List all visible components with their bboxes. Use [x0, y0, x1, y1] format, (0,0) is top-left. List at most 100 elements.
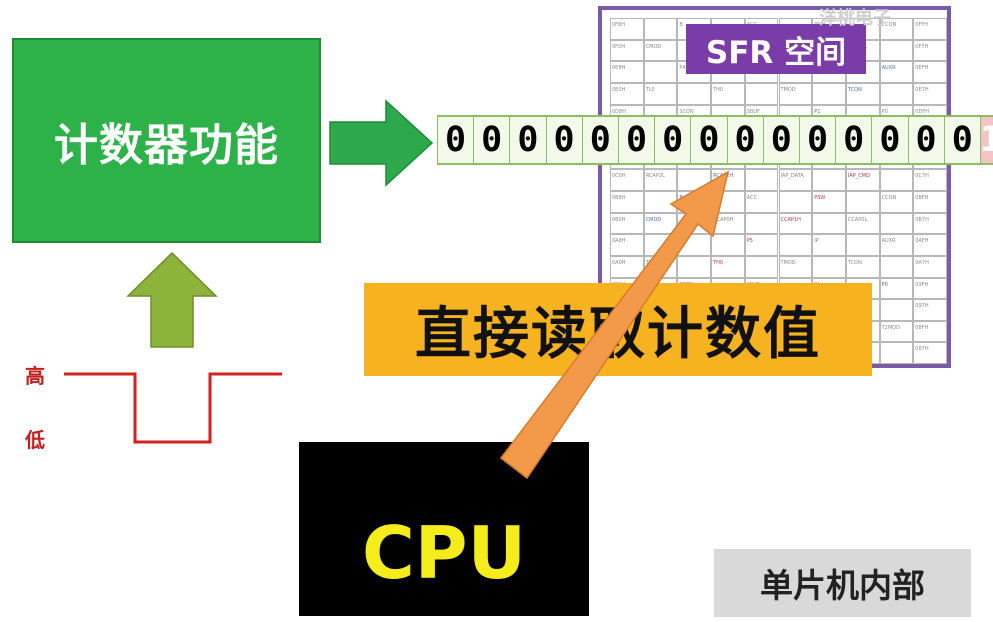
sfr-table-cell — [879, 39, 914, 62]
sfr-cell-text: 0B7H — [915, 216, 929, 223]
sfr-table-cell — [879, 320, 914, 343]
sfr-cell-text: CMOD — [645, 43, 662, 50]
sfr-table-cell — [744, 212, 779, 235]
sfr-table-cell — [711, 234, 745, 256]
sfr-cell-text: CMOD — [645, 216, 662, 223]
sfr-table-cell — [643, 191, 678, 213]
sfr-cell-text: B — [679, 195, 683, 201]
sfr-cell-text: SCON — [679, 108, 694, 115]
sfr-cell-text: CCON — [881, 22, 897, 28]
sfr-cell-text: TCON — [847, 259, 862, 266]
sfr-table-cell — [677, 212, 712, 235]
sfr-table-cell — [879, 82, 914, 105]
sfr-cell-text: IAP_CMD — [847, 173, 870, 180]
sfr-cell-text: 0A8H — [612, 238, 626, 245]
register-bit: 0 — [473, 117, 509, 163]
sfr-cell-text: AUXR — [881, 65, 896, 72]
sfr-table-cell — [879, 212, 914, 235]
counter-function-label: 计数器功能 — [54, 119, 279, 171]
sfr-table-cell — [610, 82, 644, 105]
sfr-cell-text: CCON — [881, 195, 897, 201]
sfr-table-cell — [812, 234, 846, 256]
mcu-internal-box: 单片机内部 — [714, 549, 971, 617]
cpu-label: CPU — [361, 511, 527, 595]
sfr-cell-text: 0DFH — [915, 108, 929, 115]
cpu-box: CPU — [299, 442, 589, 616]
sfr-table-cell — [913, 234, 947, 256]
sfr-cell-text: P0 — [881, 281, 888, 288]
sfr-cell-text: PSW — [814, 195, 826, 201]
sfr-cell-text: 0A0H — [612, 259, 626, 266]
sfr-table-cell — [778, 169, 813, 191]
sfr-table-cell — [913, 18, 947, 40]
sfr-space-title: SFR 空间 — [686, 24, 866, 74]
sfr-table-cell — [845, 255, 880, 278]
sfr-cell-text: TL0 — [645, 259, 655, 266]
sfr-cell-text: 0C7H — [915, 173, 929, 180]
sfr-cell-text: TH0 — [713, 259, 724, 266]
sfr-table-cell — [913, 169, 947, 191]
sfr-cell-text: SBUF — [746, 108, 760, 115]
sfr-table-cell — [610, 39, 644, 62]
sfr-table-cell — [711, 191, 745, 213]
sfr-table-cell — [778, 82, 813, 105]
sfr-table-cell — [845, 234, 880, 256]
sfr-cell-text: 0C0H — [612, 173, 626, 180]
signal-high-label: 高 — [25, 364, 45, 388]
pulse-waveform — [64, 372, 282, 444]
sfr-table-cell — [778, 191, 813, 213]
sfr-table-cell — [677, 82, 712, 105]
sfr-cell-text: TL0 — [645, 86, 655, 93]
sfr-table-cell — [913, 320, 947, 343]
sfr-table-cell — [744, 169, 779, 191]
sfr-table-cell — [845, 191, 880, 213]
sfr-table-cell — [744, 191, 779, 213]
sfr-table-cell — [812, 191, 846, 213]
sfr-table-cell — [879, 342, 914, 364]
sfr-table-cell — [913, 299, 947, 321]
sfr-table-cell — [879, 255, 914, 278]
sfr-table-cell — [778, 255, 813, 278]
sfr-table-cell — [643, 61, 678, 83]
sfr-table-cell — [643, 82, 678, 105]
sfr-cell-text: B — [679, 22, 683, 28]
sfr-cell-text: 0AFH — [915, 238, 929, 245]
sfr-cell-text: TCON — [847, 86, 862, 93]
sfr-table-cell — [879, 234, 914, 256]
sfr-table-cell — [744, 234, 779, 256]
sfr-cell-text: 0E7H — [915, 86, 929, 93]
sfr-table-cell — [778, 234, 813, 256]
sfr-table-cell — [812, 212, 846, 235]
register-bit: 0 — [907, 117, 944, 163]
sfr-table-cell — [643, 39, 678, 62]
sfr-table-cell — [879, 191, 914, 213]
sfr-cell-text: TMOD — [780, 86, 796, 93]
sfr-table-cell — [744, 255, 779, 278]
sfr-table-cell — [812, 169, 846, 191]
sfr-cell-text: T2MOD — [881, 324, 900, 331]
sfr-table-cell — [913, 277, 947, 300]
sfr-cell-text: 087H — [915, 346, 929, 353]
sfr-cell-text: IP — [814, 238, 819, 245]
arrow-right-icon — [329, 99, 434, 187]
sfr-table-cell — [845, 212, 880, 235]
sfr-table-cell — [610, 61, 644, 83]
sfr-cell-text: RCAP2H — [713, 173, 734, 180]
sfr-table-cell — [913, 191, 947, 213]
sfr-table-cell — [913, 39, 947, 62]
register-bit: 0 — [871, 117, 907, 163]
sfr-cell-text: 0F0H — [612, 43, 625, 50]
sfr-cell-text: ACC — [746, 195, 758, 201]
sfr-table-cell — [845, 169, 880, 191]
register-bit: 0 — [726, 117, 763, 163]
register-bit: 0 — [799, 117, 835, 163]
read-count-label: 直接读取计数值 — [415, 302, 821, 367]
sfr-cell-text: CCAP0H — [713, 216, 734, 223]
sfr-cell-text: 08FH — [915, 324, 929, 331]
sfr-cell-text: 0EFH — [915, 65, 929, 72]
read-count-box: 直接读取计数值 — [364, 283, 872, 376]
sfr-cell-text: 09FH — [915, 281, 929, 288]
mcu-internal-label: 单片机内部 — [760, 566, 925, 605]
sfr-cell-text: 097H — [915, 303, 929, 310]
sfr-cell-text: TH0 — [713, 86, 724, 93]
